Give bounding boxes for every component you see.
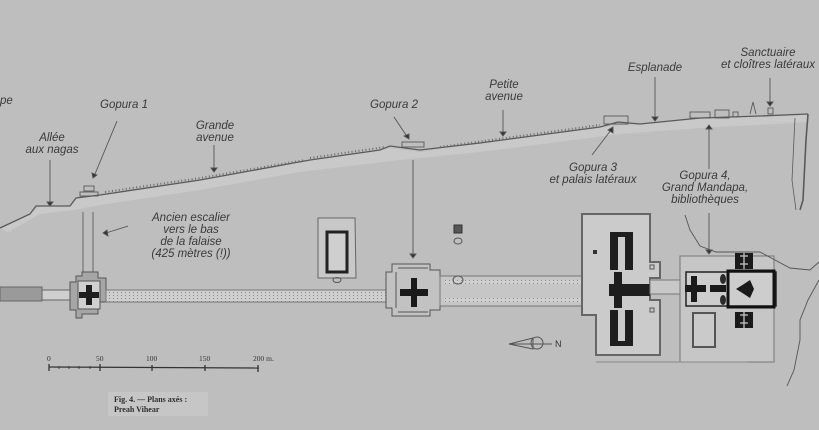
label-line: et palais latéraux <box>549 174 637 186</box>
label-cut-off: pe <box>0 95 13 107</box>
label-ancien-escalier: Ancien escalier vers le bas de la falais… <box>136 212 246 260</box>
label-line: avenue <box>196 132 234 144</box>
scale-tick-50: 50 <box>96 354 104 363</box>
label-pointers <box>46 77 774 259</box>
label-line: et cloîtres latéraux <box>721 59 815 71</box>
north-arrow <box>508 336 552 350</box>
ground-plan <box>0 212 819 387</box>
label-line: Petite <box>489 79 519 91</box>
label-gopura-4: Gopura 4, Grand Mandapa, bibliothèques <box>650 170 760 206</box>
label-gopura-1: Gopura 1 <box>100 99 148 111</box>
label-line: (425 mètres (!)) <box>151 248 231 260</box>
scale-tick-200: 200 m. <box>253 354 274 363</box>
north-label: N <box>555 339 562 349</box>
label-line: Gopura 3 <box>569 162 617 174</box>
label-line: de la falaise <box>160 236 222 248</box>
label-petite-avenue: Petite avenue <box>474 79 534 103</box>
label-gopura-2: Gopura 2 <box>370 99 418 111</box>
elevation-profile <box>0 101 809 232</box>
label-line: Grand Mandapa, <box>661 182 749 194</box>
label-esplanade: Esplanade <box>627 62 683 74</box>
label-line: Ancien escalier <box>152 212 230 224</box>
label-allee-aux-nagas: Allée aux nagas <box>22 132 82 156</box>
scale-tick-0: 0 <box>47 354 51 363</box>
label-line: bibliothèques <box>671 194 739 206</box>
label-line: Allée <box>39 132 65 144</box>
scale-tick-150: 150 <box>199 354 211 363</box>
label-sanctuaire: Sanctuaire et cloîtres latéraux <box>708 47 819 71</box>
label-line: avenue <box>485 91 523 103</box>
scale-tick-100: 100 <box>146 354 158 363</box>
label-grande-avenue: Grande avenue <box>185 120 245 144</box>
label-line: Grande <box>195 120 235 132</box>
caption-line-2: Preah Vihear <box>114 405 160 414</box>
caption-background <box>108 392 208 416</box>
label-gopura-3: Gopura 3 et palais latéraux <box>538 162 648 186</box>
caption-line-1: Fig. 4. — Plans axés : <box>114 395 188 404</box>
label-line: Gopura 4, <box>679 170 731 182</box>
figure-caption: Fig. 4. — Plans axés : Preah Vihear <box>114 395 187 415</box>
label-line: Sanctuaire <box>740 47 796 59</box>
scale-bar <box>48 364 260 372</box>
label-line: vers le bas <box>163 224 219 236</box>
label-line: aux nagas <box>25 144 79 156</box>
